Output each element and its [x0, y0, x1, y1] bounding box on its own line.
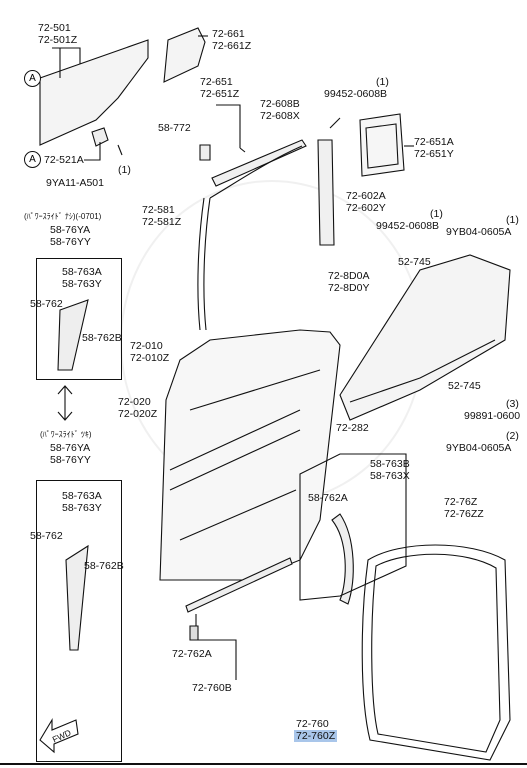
label-99452-0608b-top: 99452-0608B [324, 88, 388, 100]
label-58-763a-2: 58-763A [62, 490, 102, 502]
bracket-strip [331, 513, 354, 605]
label-72-010z: 72-010Z [130, 352, 170, 364]
label-72-760: 72-760 [296, 718, 329, 730]
label-72-651z: 72-651Z [200, 88, 240, 100]
sill-clip [189, 625, 199, 641]
pillar-garnish [317, 139, 335, 246]
clip [199, 144, 211, 161]
label-58-76ya-1: 58-76YA [50, 224, 91, 236]
label-nut2-qty: (2) [506, 430, 519, 442]
label-58-762-1: 58-762 [30, 298, 63, 310]
label-72-76zz: 72-76ZZ [444, 508, 484, 520]
label-58-762a: 58-762A [308, 492, 348, 504]
label-58-763x: 58-763X [370, 470, 410, 482]
door-glass [39, 39, 149, 146]
label-58-762b-2: 58-762B [84, 560, 124, 572]
label-58-76ya-2: 58-76YA [50, 442, 91, 454]
box-power-slide-none [36, 258, 122, 380]
upper-moulding [211, 139, 307, 187]
label-52-745-bottom: 52-745 [448, 380, 481, 392]
label-72-602y: 72-602Y [346, 202, 386, 214]
label-72-608b: 72-608B [260, 98, 300, 110]
label-58-762-2: 58-762 [30, 530, 63, 542]
label-72-282: 72-282 [336, 422, 369, 434]
label-bolt1-qty: (1) [376, 76, 389, 88]
label-fastener-qty: (1) [118, 164, 131, 176]
label-58-763y-1: 58-763Y [62, 278, 102, 290]
label-screw-qty: (3) [506, 398, 519, 410]
label-72-020z: 72-020Z [118, 408, 158, 420]
fwd-arrow-shape [39, 718, 79, 754]
label-72-602a: 72-602A [346, 190, 386, 202]
swap-arrow [57, 385, 73, 421]
small-window [359, 113, 405, 177]
power-slide-note-2: (ﾊﾟﾜｰｽﾗｲﾄﾞ ﾂｷ) [40, 430, 92, 439]
label-72-8d0y: 72-8D0Y [328, 282, 370, 294]
label-72-020: 72-020 [118, 396, 151, 408]
label-9ya11-a501: 9YA11-A501 [46, 177, 104, 189]
power-slide-note: (ﾊﾟﾜｰｽﾗｲﾄﾞ ﾅｼ)(-0701) [24, 212, 102, 221]
glass-bracket [91, 127, 109, 147]
label-72-760b: 72-760B [192, 682, 232, 694]
callout-a-top: A [24, 70, 41, 87]
label-72-608x: 72-608X [260, 110, 300, 122]
label-nut1-qty: (1) [506, 214, 519, 226]
label-72-521a: 72-521A [44, 154, 84, 166]
label-72-651y: 72-651Y [414, 148, 454, 160]
stripe-1 [57, 299, 89, 371]
label-72-762a: 72-762A [172, 648, 212, 660]
label-9yb04-0605a-top: 9YB04-0605A [446, 226, 512, 238]
box-power-slide-with [36, 480, 122, 762]
door-trim [339, 254, 511, 421]
label-72-760z-highlighted[interactable]: 72-760Z [294, 730, 338, 742]
label-9yb04-0605a-bottom: 9YB04-0605A [446, 442, 512, 454]
label-72-581z: 72-581Z [142, 216, 182, 228]
label-52-745-top: 52-745 [398, 256, 431, 268]
label-99891-0600: 99891-0600 [464, 410, 521, 422]
frame-weatherstrip [197, 197, 211, 331]
callout-a-bottom: A [24, 151, 41, 168]
label-99452-0608b-mid: 99452-0608B [376, 220, 440, 232]
label-bolt2-qty: (1) [430, 208, 443, 220]
label-58-762b-1: 58-762B [82, 332, 122, 344]
label-58-76yy-1: 58-76YY [50, 236, 91, 248]
label-72-661: 72-661 [212, 28, 245, 40]
label-58-772: 58-772 [158, 122, 191, 134]
label-72-501: 72-501 [38, 22, 71, 34]
label-72-501z: 72-501Z [38, 34, 78, 46]
stripe-2 [65, 544, 89, 651]
label-72-010: 72-010 [130, 340, 163, 352]
label-58-76yy-2: 58-76YY [50, 454, 91, 466]
label-72-661z: 72-661Z [212, 40, 252, 52]
label-72-8d0a: 72-8D0A [328, 270, 370, 282]
label-72-651a: 72-651A [414, 136, 454, 148]
vent-glass [163, 27, 206, 83]
label-58-763y-2: 58-763Y [62, 502, 102, 514]
lower-moulding [185, 557, 293, 613]
label-58-763b: 58-763B [370, 458, 410, 470]
label-72-581: 72-581 [142, 204, 175, 216]
door-panel [159, 329, 341, 581]
label-58-763a-1: 58-763A [62, 266, 102, 278]
label-72-76z: 72-76Z [444, 496, 478, 508]
label-72-651: 72-651 [200, 76, 233, 88]
door-seal [361, 544, 511, 761]
top-weatherstrip [209, 145, 303, 199]
